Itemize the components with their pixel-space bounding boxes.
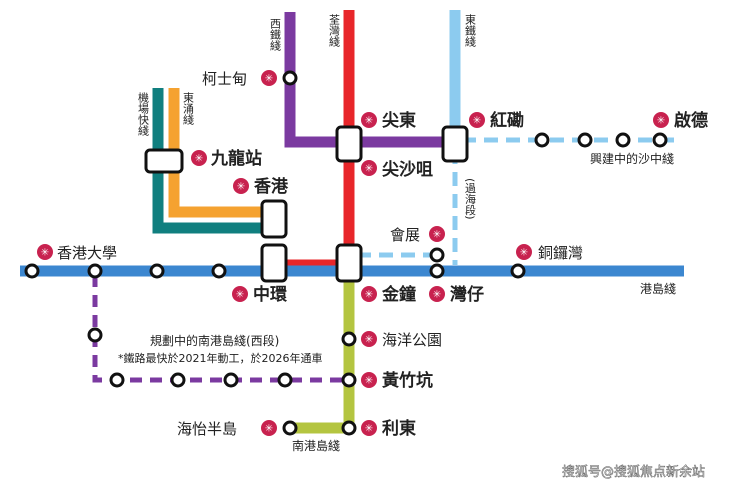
mtr-logo-icon (37, 244, 53, 260)
mtr-logo-icon (361, 160, 377, 176)
station-exhibition: 會展 (390, 226, 420, 244)
label-shatin-central: 興建中的沙中綫 (590, 151, 674, 166)
station-south-horizons-dot[interactable] (282, 420, 298, 436)
mtr-logo-glyph: ✳ (365, 290, 373, 301)
east-rail-cross-dashed (362, 150, 458, 265)
interchange-central[interactable] (260, 243, 288, 283)
station-dot[interactable] (277, 372, 293, 388)
mtr-logo-glyph: ✳ (365, 376, 373, 387)
station-tsim-sha-tsui-east: 尖東 (382, 110, 416, 131)
station-wong-chuk-hang-dot[interactable] (341, 372, 357, 388)
station-kowloon: 九龍站 (210, 148, 262, 169)
station-hku: 香港大學 (57, 244, 117, 262)
mtr-logo-icon (233, 178, 249, 194)
south-island-west-line (92, 275, 349, 383)
station-lei-tung-dot[interactable] (341, 420, 357, 436)
mtr-logo-icon (361, 420, 377, 436)
station-dot[interactable] (577, 132, 593, 148)
south-island-line (290, 273, 355, 434)
mtr-logo-icon (261, 70, 277, 86)
mtr-logo-glyph: ✳ (433, 230, 441, 241)
label-tsuen-wan: 荃灣綫 (328, 13, 341, 48)
mtr-logo-glyph: ✳ (657, 116, 665, 127)
station-austin-dot[interactable] (282, 70, 298, 86)
station-causeway-bay-dot[interactable] (510, 263, 526, 279)
label-airport-express: 機場快綫 (137, 91, 150, 137)
interchange-hong-kong[interactable] (260, 199, 288, 239)
station-hku-dot[interactable] (87, 263, 103, 279)
mtr-logo-icon (261, 420, 277, 436)
station-dot[interactable] (149, 263, 165, 279)
station-wan-chai-dot[interactable] (429, 263, 445, 279)
mtr-logo-glyph: ✳ (433, 290, 441, 301)
station-dot[interactable] (170, 372, 186, 388)
mtr-logo-icon (191, 150, 207, 166)
station-south-horizons: 海怡半島 (177, 420, 237, 438)
station-wan-chai: 灣仔 (450, 284, 484, 305)
mtr-logo-glyph: ✳ (365, 116, 373, 127)
station-dot[interactable] (109, 372, 125, 388)
mtr-logo-glyph: ✳ (195, 154, 203, 165)
label-south-island-west: 規劃中的南港島綫(西段) (150, 333, 279, 348)
mtr-logo-glyph: ✳ (365, 424, 373, 435)
station-dot[interactable] (615, 132, 631, 148)
mtr-logo-glyph: ✳ (265, 424, 273, 435)
mtr-logo-glyph: ✳ (520, 248, 528, 259)
station-tsim-sha-tsui: 尖沙咀 (382, 159, 433, 180)
label-south-island: 南港島綫 (292, 438, 340, 453)
mtr-logo-icon (516, 244, 532, 260)
tung-chung-line (168, 88, 272, 218)
mtr-logo-glyph: ✳ (365, 335, 373, 346)
station-dot[interactable] (534, 132, 550, 148)
station-dot[interactable] (24, 263, 40, 279)
station-ocean-park: 海洋公園 (382, 331, 442, 349)
watermark: 搜狐号@搜狐焦点新余站 (562, 464, 705, 480)
station-exhibition-dot[interactable] (429, 247, 445, 263)
station-dot[interactable] (211, 263, 227, 279)
mtr-logo-icon (429, 286, 445, 302)
station-kai-tak: 啟德 (674, 110, 708, 131)
mtr-logo-icon (361, 112, 377, 128)
interchange-kowloon[interactable] (144, 148, 184, 174)
mtr-logo-icon (429, 226, 445, 242)
mtr-logo-icons: ✳ ✳ ✳ ✳ ✳ ✳ ✳ ✳ ✳ ✳ ✳ ✳ ✳ ✳ ✳ ✳ ✳ (37, 70, 669, 436)
station-central: 中環 (253, 284, 288, 305)
station-austin: 柯士甸 (202, 70, 247, 88)
mtr-logo-glyph: ✳ (265, 74, 273, 85)
station-causeway-bay: 銅鑼灣 (538, 244, 583, 262)
interchange-tsim-sha-tsui[interactable] (335, 125, 363, 163)
label-west-rail: 西鐵綫 (269, 18, 282, 52)
station-wong-chuk-hang: 黃竹坑 (381, 370, 433, 391)
mtr-logo-icon (469, 112, 485, 128)
station-dot[interactable] (87, 327, 103, 343)
mtr-logo-icon (361, 331, 377, 347)
station-hong-kong: 香港 (254, 176, 289, 197)
mtr-logo-glyph: ✳ (473, 116, 481, 127)
mtr-logo-glyph: ✳ (41, 248, 49, 259)
airport-express-line (152, 88, 272, 234)
station-dot[interactable] (223, 372, 239, 388)
station-hung-hom: 紅磡 (490, 110, 524, 131)
mtr-logo-icon (232, 286, 248, 302)
mtr-logo-glyph: ✳ (236, 290, 244, 301)
station-ocean-park-dot[interactable] (341, 331, 357, 347)
station-lei-tung: 利東 (382, 418, 416, 439)
mtr-logo-icon (361, 286, 377, 302)
label-south-island-west-note: *鐵路最快於2021年動工，於2026年通車 (118, 351, 323, 365)
west-rail-line (284, 12, 454, 148)
label-east-rail: 東鐵綫 (464, 14, 477, 48)
label-east-rail-via: (過海段) (464, 178, 477, 220)
label-island-line: 港島綫 (640, 281, 676, 296)
mtr-logo-icon (653, 112, 669, 128)
mtr-logo-icon (361, 372, 377, 388)
label-tung-chung: 東涌綫 (182, 92, 195, 126)
station-kai-tak-dot[interactable] (652, 132, 668, 148)
mtr-logo-glyph: ✳ (365, 164, 373, 175)
station-admiralty: 金鐘 (381, 284, 416, 305)
mtr-logo-glyph: ✳ (237, 182, 245, 193)
interchange-admiralty[interactable] (335, 243, 363, 283)
interchange-hung-hom[interactable] (441, 125, 469, 163)
